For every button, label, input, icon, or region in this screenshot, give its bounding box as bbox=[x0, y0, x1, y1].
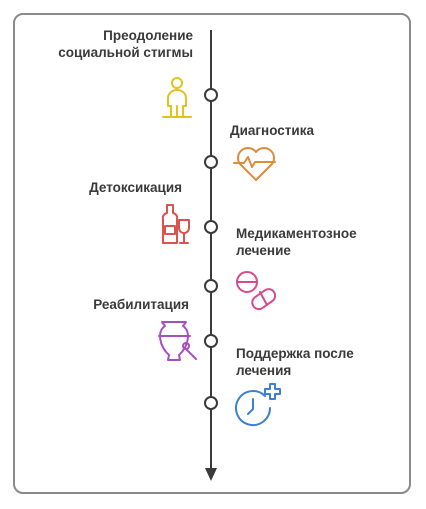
stage-label-line: лечения bbox=[236, 363, 292, 378]
timeline-marker-1 bbox=[204, 88, 218, 102]
timeline-marker-5 bbox=[204, 334, 218, 348]
stage-label-line: социальной стигмы bbox=[58, 45, 193, 60]
clock-plus-icon bbox=[235, 383, 281, 427]
person-icon bbox=[162, 77, 192, 118]
vase-brush-icon bbox=[158, 321, 197, 361]
timeline-marker-2 bbox=[204, 155, 218, 169]
pills-icon bbox=[236, 271, 277, 311]
bottle-glass-icon bbox=[161, 204, 190, 244]
stage-label-line: Детоксикация bbox=[89, 180, 182, 195]
stage-label-line: Диагностика bbox=[230, 123, 314, 138]
stage-label-line: Поддержка после bbox=[236, 346, 354, 361]
stage-label-detox: Детоксикация bbox=[89, 179, 182, 196]
stage-label-aftercare: Поддержка после лечения bbox=[236, 345, 354, 379]
stage-label-rehab: Реабилитация bbox=[93, 296, 189, 313]
stage-label-medication: Медикаментозное лечение bbox=[236, 225, 357, 259]
stage-label-line: Медикаментозное bbox=[236, 226, 357, 241]
stage-label-line: Преодоление bbox=[103, 28, 193, 43]
timeline-marker-3 bbox=[204, 220, 218, 234]
stage-label-diagnostics: Диагностика bbox=[230, 122, 314, 139]
timeline-arrowhead bbox=[205, 468, 217, 481]
stage-label-line: лечение bbox=[236, 243, 291, 258]
timeline-marker-6 bbox=[204, 396, 218, 410]
timeline-marker-4 bbox=[204, 279, 218, 293]
stage-label-stigma: Преодоление социальной стигмы bbox=[58, 27, 193, 61]
heartbeat-icon bbox=[233, 147, 276, 181]
stage-label-line: Реабилитация bbox=[93, 297, 189, 312]
